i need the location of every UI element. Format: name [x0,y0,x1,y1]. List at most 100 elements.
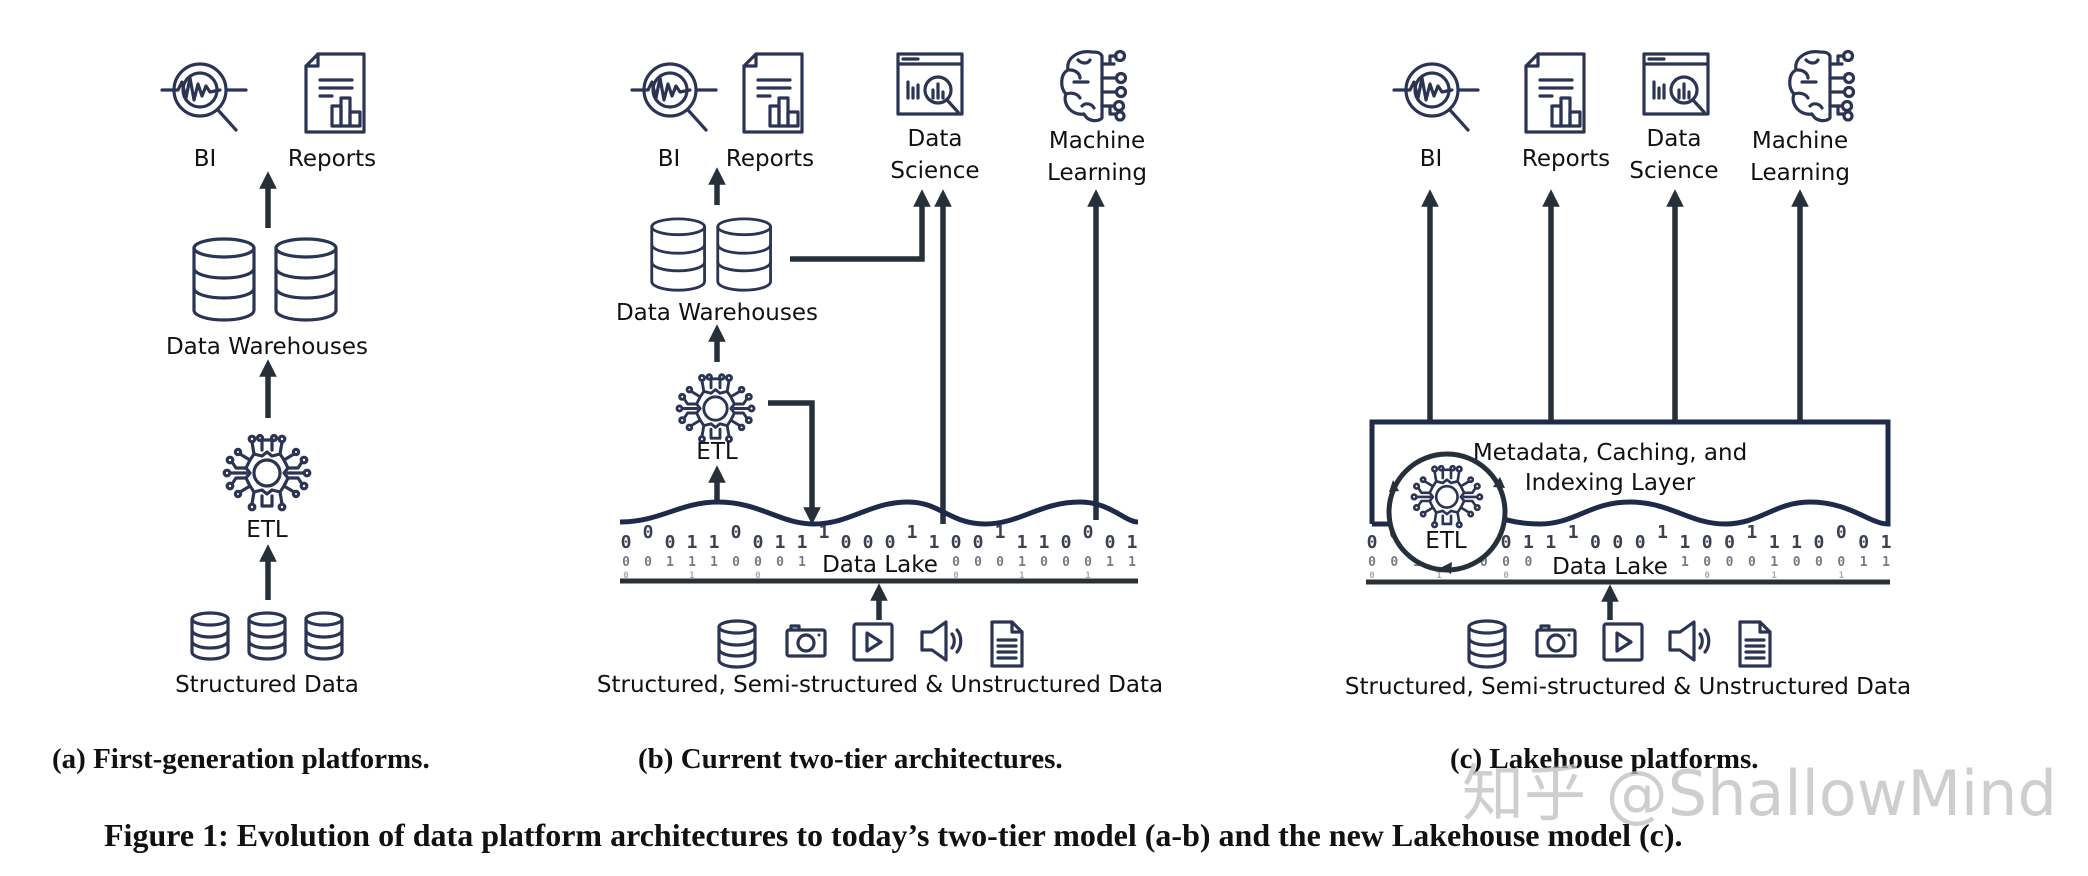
consumer-label-data-science-2: Science [1629,158,1718,184]
cycle-arrowhead [1493,477,1505,488]
lake-bit: 1 [687,532,698,553]
lake-bit: 1 [1657,522,1668,543]
lake-bit: 1 [1106,555,1114,570]
consumer-label-data-science-2: Science [890,158,979,184]
lake-bit: 1 [1746,522,1757,543]
consumer-label-bi: BI [194,146,217,172]
lake-bit: 0 [1703,555,1711,570]
lake-bit: 0 [623,571,628,581]
lake-bit: 0 [1525,555,1533,570]
bi-magnifier-icon [1392,62,1480,132]
lake-bit: 1 [1769,532,1780,553]
data-science-icon [896,52,964,116]
lake-bit: 1 [1839,571,1844,581]
document-icon [990,620,1024,668]
lake-bit: 0 [953,571,958,581]
structured-db-icon [190,611,230,661]
figure-caption: Figure 1: Evolution of data platform arc… [104,817,1683,853]
consumer-label-reports: Reports [288,146,376,172]
lake-bit: 0 [1836,522,1847,543]
lake-bit: 1 [995,522,1006,543]
caption-a: (a) First-generation platforms. [52,743,430,775]
lake-bit: 0 [1726,555,1734,570]
data-science-icon [1642,52,1710,116]
lake-bit: 0 [951,532,962,553]
speaker-icon [920,620,963,662]
lake-bit: 1 [710,555,718,570]
data-lake-bits: 0000001111110000010110001110000010111100… [1367,522,1892,581]
watermark: 知乎 @ShallowMind [1462,757,2057,830]
source-label: Structured Data [175,672,359,698]
lake-bit: 0 [755,571,760,581]
lake-bit: 1 [1568,522,1579,543]
consumer-label-data-science-1: Data [908,126,963,152]
source-label: Structured, Semi-structured & Unstructur… [1345,674,1911,700]
lake-bit: 0 [643,522,654,543]
metadata-layer-box [1369,419,1891,527]
lake-bit: 0 [732,555,740,570]
lake-bit: 1 [1860,555,1868,570]
video-play-icon [1602,622,1644,662]
lake-bit: 0 [952,555,960,570]
etl-label: ETL [246,517,288,543]
lake-bit: 0 [1793,555,1801,570]
lake-bit: 0 [1390,555,1398,570]
lake-bit: 1 [688,555,696,570]
panel-c: BI Reports Data Science Machine Learning… [1345,49,1911,700]
caption-b: (b) Current two-tier architectures. [638,743,1063,775]
etl-gear-icon [222,433,312,512]
lake-bit: 0 [776,555,784,570]
lake-bit: 1 [1085,571,1090,581]
lake-bit: 0 [621,532,632,553]
lake-bit: 0 [665,532,676,553]
lake-bit: 1 [1017,532,1028,553]
lake-bit: 0 [1635,532,1646,553]
lake-bit: 0 [863,532,874,553]
lake-bit: 1 [1772,571,1777,581]
lake-bit: 0 [1814,532,1825,553]
lake-bit: 0 [1367,532,1378,553]
arrow-warehouse-to-data-science [790,189,931,262]
lake-bit: 0 [1748,555,1756,570]
lake-bit: 1 [1545,532,1556,553]
lake-label: Data Lake [822,552,938,578]
camera-icon [785,624,827,658]
etl-label: ETL [696,439,738,465]
lake-bit: 0 [731,522,742,543]
lake-bit: 0 [1590,532,1601,553]
etl-gear-icon [675,373,756,444]
lake-bit: 1 [1770,555,1778,570]
lake-bit: 0 [1501,532,1512,553]
lake-bit: 1 [929,532,940,553]
brain-circuit-icon [1788,49,1856,123]
lake-bit: 0 [1369,571,1374,581]
lake-bit: 1 [709,532,720,553]
report-document-icon [1524,52,1586,134]
lake-bit: 1 [1679,532,1690,553]
consumer-label-ml-1: Machine [1049,128,1145,154]
lake-bit: 0 [1040,555,1048,570]
lake-bit: 1 [798,555,806,570]
warehouse-label: Data Warehouses [166,334,368,360]
lake-bit: 0 [1480,555,1488,570]
lake-bit: 0 [973,532,984,553]
brain-circuit-icon [1060,49,1128,123]
consumer-label-bi: BI [658,146,681,172]
warehouse-db-icon [192,237,256,322]
warehouse-db-icon [274,237,338,322]
lake-bit: 0 [1503,571,1508,581]
lake-bit: 1 [1681,555,1689,570]
lake-bit: 0 [1368,555,1376,570]
lake-bit: 1 [1882,555,1890,570]
lake-bit: 1 [1881,532,1892,553]
lake-bit: 0 [622,555,630,570]
cycle-arrowhead [1389,480,1399,492]
lake-bit: 0 [644,555,652,570]
lake-bit: 0 [753,532,764,553]
lake-bit: 1 [1791,532,1802,553]
lake-bit: 1 [1127,532,1138,553]
consumer-label-reports: Reports [726,146,814,172]
lake-bit: 0 [754,555,762,570]
etl-label: ETL [1425,528,1467,554]
